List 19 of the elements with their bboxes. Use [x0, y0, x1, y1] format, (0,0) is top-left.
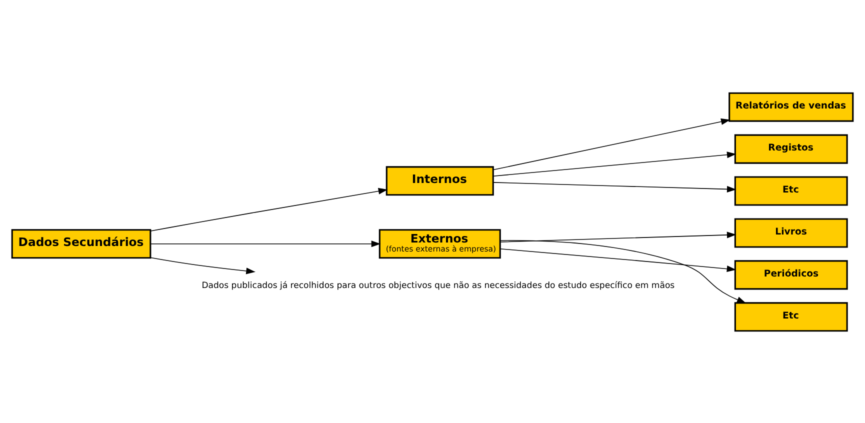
node-box: Dados Secundários: [11, 228, 152, 258]
node-box: Livros: [734, 218, 848, 248]
arrow: [493, 151, 736, 176]
node-box: Externos (fontes externas à empresa): [378, 228, 501, 258]
node-text: Dados publicados já recolhidos para outros objectivos que não as necessidades do estudo específico em mãos: [202, 280, 675, 290]
arrow: [493, 118, 730, 170]
arrow: [493, 182, 736, 192]
arrow: [150, 256, 256, 274]
node-box: Periódicos: [734, 260, 848, 290]
node-box: Relatórios de vendas: [728, 92, 854, 122]
node-box: Etc: [734, 176, 848, 206]
arrow: [500, 231, 736, 242]
node-box: Internos: [386, 166, 494, 196]
arrow: [500, 248, 736, 272]
arrow: [500, 240, 746, 303]
node-box: Registos: [734, 134, 848, 164]
arrow: [150, 240, 381, 247]
arrow: [150, 187, 388, 231]
node-box: Etc: [734, 302, 848, 332]
